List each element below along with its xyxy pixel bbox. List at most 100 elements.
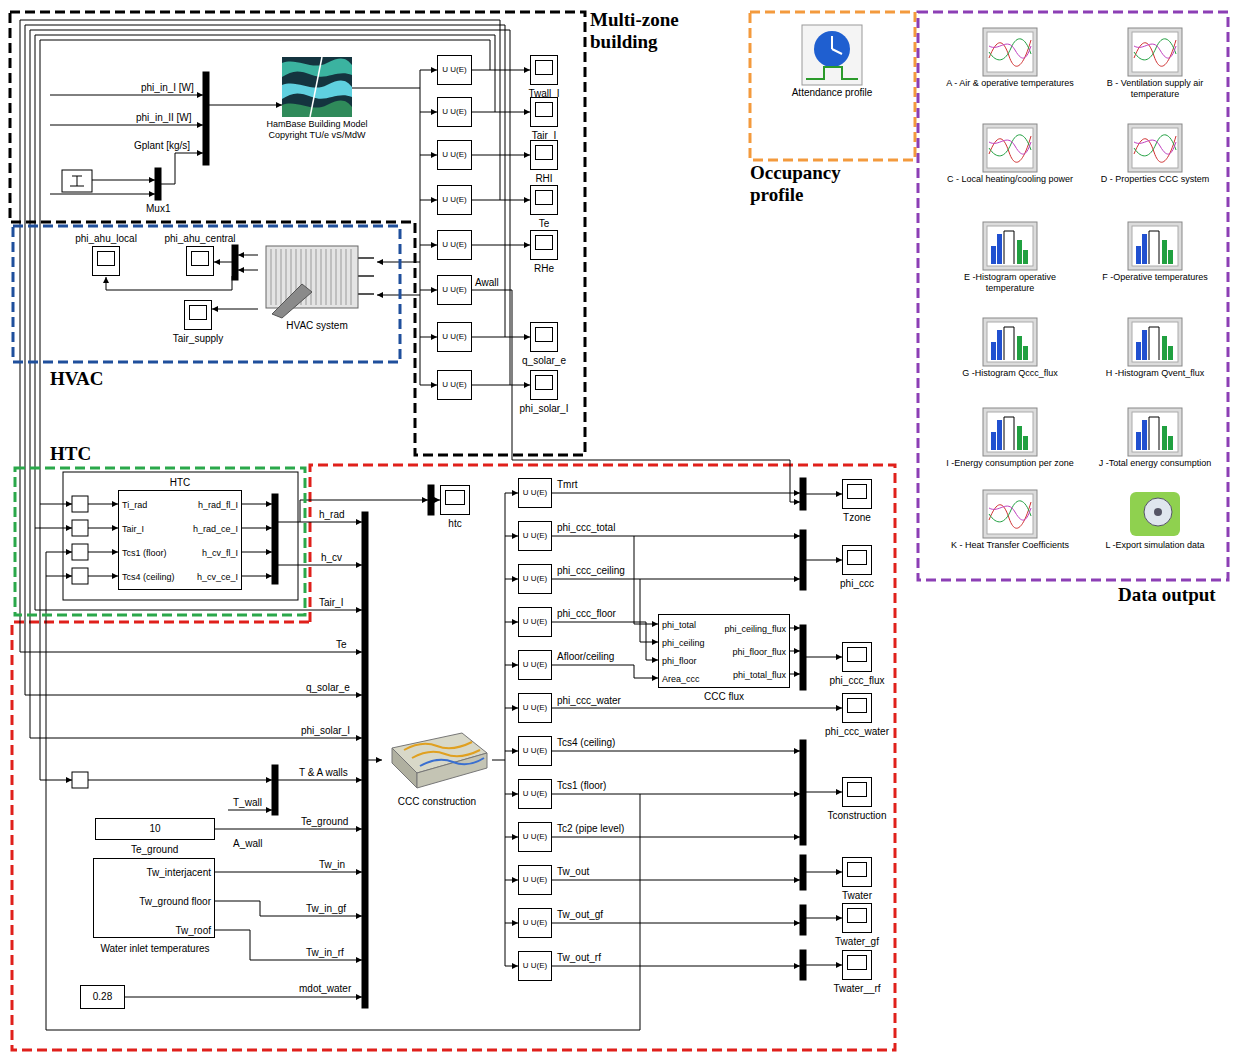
constant-block: 10 xyxy=(95,818,215,840)
signal-connector xyxy=(472,245,530,246)
scope-block: Twater xyxy=(842,857,872,887)
building-model-block: HamBase Building Model Copyright TU/e vS… xyxy=(282,57,352,117)
block-text: h_cv_ce_I xyxy=(197,571,238,583)
scope-block: phi_ccc_water xyxy=(842,693,872,723)
block-text: U U(E) xyxy=(523,831,547,843)
block-text: Twater__rf xyxy=(833,983,880,995)
block-text: 0.28 xyxy=(93,991,112,1003)
scope-block: phi_ahu_central xyxy=(186,246,214,276)
scope-screen xyxy=(535,102,553,117)
water-inlet-block: Tw_interjacentTw_ground floorTw_roofWate… xyxy=(93,858,215,938)
block-text: J -Total energy consumption xyxy=(1088,458,1223,469)
block-text: htc xyxy=(448,518,461,530)
block-text: Tair_supply xyxy=(173,333,224,345)
block-text: phi_ccc xyxy=(840,578,874,590)
block-text: U U(E) xyxy=(523,487,547,499)
block-text: RHe xyxy=(534,263,554,275)
block-text: A - Air & operative temperatures xyxy=(943,78,1078,89)
hvac-system-block: HVAC system xyxy=(258,240,376,318)
signal-label: Tw_out xyxy=(556,866,590,878)
block-text: E -Histogram operative temperature xyxy=(943,272,1078,294)
signal-label: phi_in_I [W] xyxy=(140,82,195,94)
block-icon xyxy=(983,124,1037,172)
scope-screen xyxy=(445,490,465,505)
signal-connector xyxy=(472,337,530,338)
block-text: I -Energy consumption per zone xyxy=(943,458,1078,469)
signal-label: Tair_I xyxy=(318,597,344,609)
unit-conversion-block: U U(E) xyxy=(518,478,552,508)
scope-block: Tconstruction xyxy=(842,777,872,807)
signal-label: Awall xyxy=(474,277,500,289)
scope-screen xyxy=(847,908,867,923)
block-text: Area_ccc xyxy=(662,673,700,685)
unit-conversion-block: U U(E) xyxy=(518,564,552,594)
block-text: phi_ccc_water xyxy=(825,726,889,738)
output-subsystem-block: D - Properties CCC system xyxy=(1128,124,1182,172)
block-text: Ti_rad xyxy=(122,499,147,511)
block-text: q_solar_e xyxy=(522,355,566,367)
block-icon xyxy=(1128,28,1182,76)
block-text: HamBase Building Model Copyright TU/e vS… xyxy=(257,119,377,141)
block-text: U U(E) xyxy=(442,194,466,206)
unit-conversion-block: U U(E) xyxy=(518,521,552,551)
block-text: phi_solar_I xyxy=(520,403,569,415)
block-text: HTC xyxy=(170,477,191,489)
block-text: C - Local heating/cooling power xyxy=(943,174,1078,185)
block-text: U U(E) xyxy=(523,530,547,542)
signal-label: q_solar_e xyxy=(305,682,351,694)
block-icon xyxy=(258,240,376,318)
signal-connector xyxy=(472,200,530,201)
signal-label: h_cv xyxy=(320,552,343,564)
output-subsystem-block: K - Heat Transfer Coefficients xyxy=(983,490,1037,538)
unit-conversion-block: U U(E) xyxy=(518,693,552,723)
signal-label: Te xyxy=(335,639,348,651)
block-text: Te xyxy=(539,218,550,230)
scope-block: htc xyxy=(440,485,470,515)
scope-screen xyxy=(847,862,867,877)
unit-conversion-block: U U(E) xyxy=(518,865,552,895)
block-icon xyxy=(1128,490,1182,538)
signal-label: Tc2 (pipe level) xyxy=(556,823,625,835)
unit-conversion-block: U U(E) xyxy=(518,779,552,809)
region-outline xyxy=(918,12,1228,580)
ccc-flux-block: phi_totalphi_ceilingphi_floorArea_cccphi… xyxy=(658,614,790,688)
block-icon xyxy=(983,28,1037,76)
block-text: U U(E) xyxy=(523,702,547,714)
block-text: U U(E) xyxy=(523,960,547,972)
unit-conversion-block: U U(E) xyxy=(437,230,472,260)
block-text: Occupancy profile xyxy=(750,162,880,206)
unit-conversion-block: U U(E) xyxy=(518,908,552,938)
block-text: U U(E) xyxy=(442,64,466,76)
block-text: U U(E) xyxy=(523,659,547,671)
scope-block: Tzone xyxy=(842,479,872,509)
block-text: CCC construction xyxy=(372,796,502,808)
block-icon xyxy=(1128,222,1182,270)
block-text: Multi-zone building xyxy=(590,9,715,53)
signal-connector xyxy=(472,112,530,113)
scope-screen xyxy=(535,327,553,342)
block-icon xyxy=(983,318,1037,366)
block-icon xyxy=(1128,408,1182,456)
scope-block: RHe xyxy=(530,230,558,260)
block-text: K - Heat Transfer Coefficients xyxy=(943,540,1078,551)
signal-connector xyxy=(472,155,530,156)
signal-label: Gplant [kg/s] xyxy=(133,140,191,152)
scope-screen xyxy=(535,190,553,205)
output-subsystem-block: J -Total energy consumption xyxy=(1128,408,1182,456)
signal-label: A_wall xyxy=(232,838,263,850)
block-text: D - Properties CCC system xyxy=(1088,174,1223,185)
block-icon xyxy=(382,728,492,794)
block-text: Data output xyxy=(1118,584,1226,606)
unit-conversion-block: U U(E) xyxy=(518,736,552,766)
signal-label: Tw_in_gf xyxy=(305,903,347,915)
block-text: h_cv_fl_I xyxy=(202,547,238,559)
output-subsystem-block: H -Histogram Qvent_flux xyxy=(1128,318,1182,366)
block-text: CCC flux xyxy=(704,691,744,703)
signal-label: T_wall xyxy=(232,797,263,809)
unit-conversion-block: U U(E) xyxy=(518,951,552,981)
block-text: h_rad_fl_I xyxy=(198,499,238,511)
output-subsystem-block: C - Local heating/cooling power xyxy=(983,124,1037,172)
dashed-region: HTCHTCTi_radTair_ITcs1 (floor)Tcs4 (ceil… xyxy=(15,468,305,615)
attendance-profile-block: Attendance profile xyxy=(802,25,862,85)
block-text: L -Export simulation data xyxy=(1088,540,1223,551)
